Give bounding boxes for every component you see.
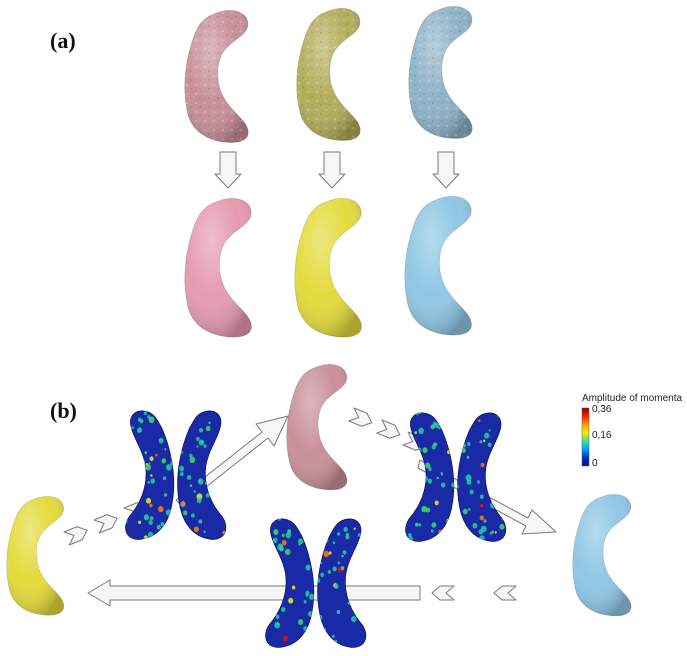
smoothed-shape-pink [184, 197, 252, 338]
colorbar-tick-min: 0 [592, 458, 598, 469]
original-shape-blue [408, 5, 473, 139]
chevron-b2 [431, 585, 455, 601]
momenta-map [457, 412, 507, 542]
chevron-y2 [93, 511, 121, 534]
momenta-map [125, 410, 175, 540]
smoothed-shape-blue [404, 195, 472, 336]
chevron-p2 [376, 419, 403, 442]
original-shape-olive [296, 7, 361, 141]
momenta-map [265, 518, 315, 648]
chevron-b1 [493, 585, 517, 601]
down-arrow-3 [432, 151, 460, 189]
chevron-p1 [348, 407, 375, 430]
panel-b [6, 363, 632, 648]
panel-a-label: (a) [50, 28, 76, 53]
colorbar-tick-max: 0,36 [592, 404, 612, 415]
momenta-map [317, 518, 367, 648]
down-arrow-2 [318, 151, 346, 189]
smoothed-shape-yellow [294, 197, 362, 338]
target-shape-blue [572, 493, 632, 617]
original-shape-pink [184, 9, 249, 143]
momenta-pair-bottom [265, 518, 367, 648]
down-arrow-1 [214, 151, 242, 189]
momenta-map [405, 412, 455, 542]
panel-a [184, 5, 473, 338]
colorbar-gradient [581, 407, 590, 467]
panel-b-label: (b) [50, 398, 77, 423]
colorbar-tick-mid: 0,16 [592, 430, 612, 441]
colorbar [581, 407, 590, 467]
target-shape-yellow [6, 495, 65, 616]
arrow-blue-to-yellow [87, 579, 421, 607]
momenta-pair-right [405, 412, 507, 542]
chevron-y1 [63, 523, 91, 546]
colorbar-title: Amplitude of momenta [582, 393, 683, 404]
target-shape-pink [286, 363, 348, 491]
